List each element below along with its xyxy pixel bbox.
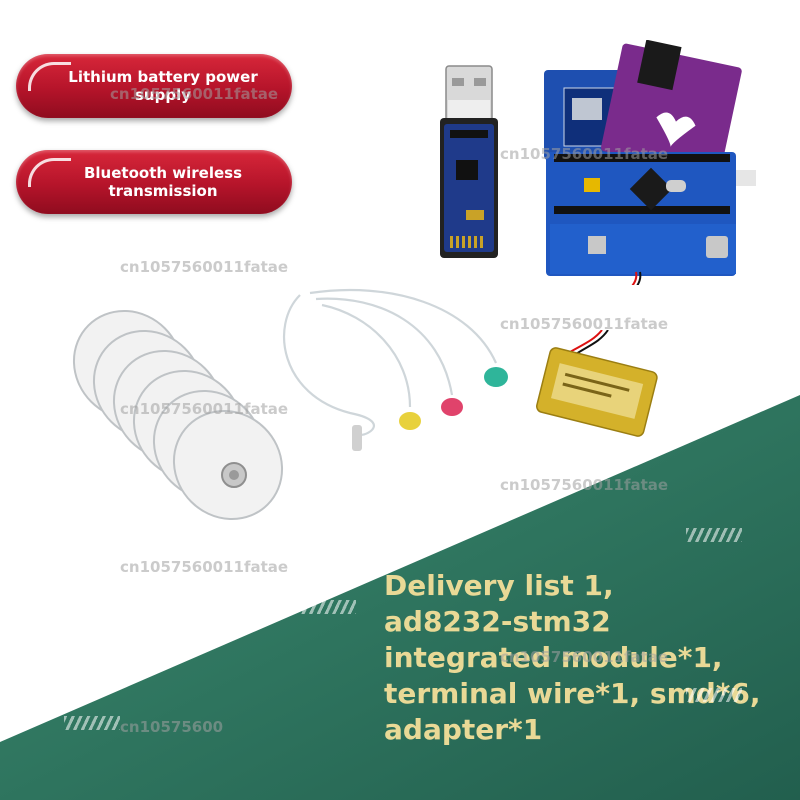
bluetooth-badge: Bluetooth wireless transmission bbox=[16, 150, 292, 214]
ecg-lead-wire-image bbox=[282, 288, 508, 451]
badge-label: Lithium battery power supply bbox=[68, 68, 258, 104]
badge-gloss bbox=[28, 62, 71, 91]
ecg-electrode-pads-image bbox=[72, 309, 284, 521]
badge-label: Bluetooth wireless transmission bbox=[83, 164, 243, 200]
stm32-ad8232-board-image bbox=[544, 40, 756, 285]
delivery-list-text: Delivery list 1, ad8232-stm32 integrated… bbox=[384, 569, 761, 746]
lead-snaps bbox=[352, 367, 508, 451]
badge-gloss bbox=[28, 158, 71, 187]
lipo-battery-image bbox=[536, 330, 658, 437]
usb-dongle-image bbox=[440, 65, 498, 258]
lithium-battery-badge: Lithium battery power supply bbox=[16, 54, 292, 118]
